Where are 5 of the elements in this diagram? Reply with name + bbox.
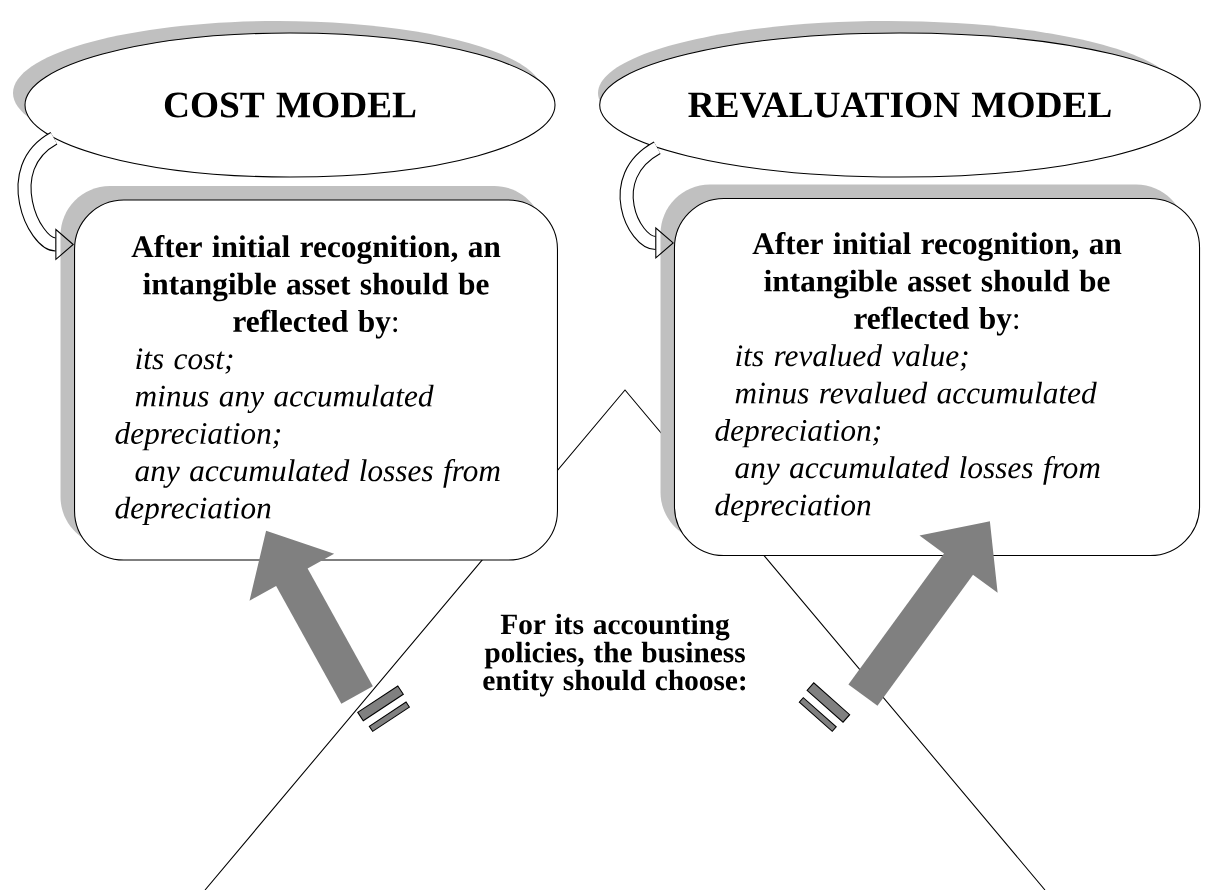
node-label: REVALUATION MODEL xyxy=(688,92,1111,118)
rounded-box: After initial recognition, an intangible asset should be reflected by: its cost; minus any accumulated depreciation; any accumulated losses from depreciation xyxy=(60,186,558,561)
rounded-box: After initial recognition, an intangible asset should be reflected by: its revalued value; minus revalued accumulated depreciation; any accumulated losses from depreciation xyxy=(660,184,1201,557)
node-label: After initial recognition, an intangible asset should be reflected by: xyxy=(752,231,1122,336)
node-label: its revalued value; xyxy=(736,344,968,371)
